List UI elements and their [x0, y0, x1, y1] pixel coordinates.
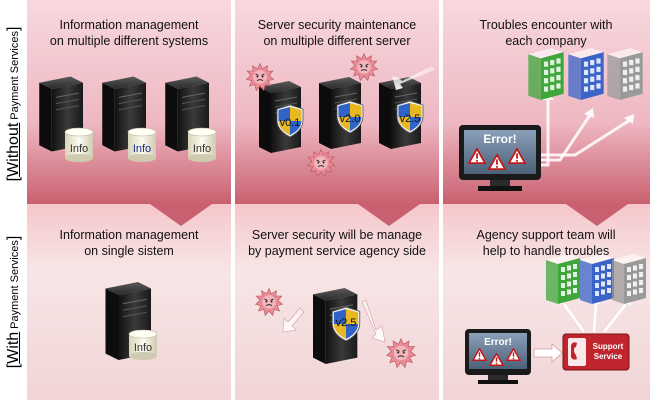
cylinder-label: Info — [134, 342, 152, 354]
with-col1-illustration: Info — [104, 282, 158, 360]
caption-line: Server security maintenance — [257, 18, 417, 32]
monitor-title: Error! — [484, 337, 512, 348]
bracket-open: [ — [5, 363, 22, 369]
notch-col2 — [358, 204, 420, 226]
row-suffix: Payment Services — [9, 31, 21, 120]
caption-line: Information management — [59, 18, 199, 32]
support-label-line1: Support — [593, 342, 624, 351]
caption-with-col1: Information management on single sistem — [24, 227, 234, 259]
error-monitor-icon: Error! — [465, 329, 531, 384]
with-col2-illustration: v2.5 — [254, 287, 416, 368]
database-icon — [187, 127, 217, 162]
arrow-icon — [533, 343, 563, 363]
bracket-close: ] — [5, 26, 22, 32]
bracket-open: [ — [5, 176, 22, 182]
caption-line: Agency support team will — [476, 228, 616, 242]
deflect-arrow-icon — [282, 307, 305, 333]
row-label-with: [With Payment Services] — [5, 236, 23, 369]
shield-version: v2.5 — [336, 317, 357, 329]
caption-line: on multiple different server — [263, 34, 411, 48]
caption-line: Troubles encounter with — [479, 18, 613, 32]
building-icon — [612, 254, 646, 304]
building-icon — [528, 48, 564, 100]
notch-col3 — [566, 204, 628, 226]
transition-notches — [150, 204, 628, 226]
database-icon — [64, 127, 94, 162]
with-col3-illustration: Error! Support Service — [465, 254, 646, 384]
caption-line: each company — [505, 34, 587, 48]
caption-line: help to handle troubles — [482, 244, 610, 258]
caption-without-col1: Information management on multiple diffe… — [24, 17, 234, 49]
separator-2 — [439, 0, 443, 400]
cylinder-label: Info — [193, 143, 211, 155]
phone-icon — [571, 342, 577, 360]
connector-lines — [562, 303, 627, 333]
building-icon — [546, 254, 580, 304]
bracket-close: ] — [5, 235, 22, 241]
row-keyword: Without — [5, 122, 22, 177]
caption-with-col3: Agency support team will help to handle … — [441, 227, 650, 259]
caption-line: Information management — [59, 228, 199, 242]
database-icon — [127, 127, 157, 162]
support-service-badge: Support Service — [562, 333, 630, 371]
support-label-line2: Service — [594, 352, 623, 361]
building-icon — [607, 48, 643, 100]
cylinder-label: Info — [133, 143, 151, 155]
monitor-title: Error! — [483, 132, 516, 146]
building-icon — [568, 48, 604, 100]
shield-version: v2.0 — [340, 113, 361, 125]
arrow-icon — [392, 66, 434, 90]
connector-lines — [540, 100, 631, 167]
database-icon — [128, 329, 158, 360]
caption-with-col2: Server security will be manage by paymen… — [232, 227, 442, 259]
caption-without-col3: Troubles encounter with each company — [441, 17, 650, 49]
building-icon — [580, 254, 614, 304]
deflect-arrow-icon — [361, 299, 386, 343]
caption-line: on single sistem — [84, 244, 174, 258]
caption-line: by payment service agency side — [248, 244, 426, 258]
notch-col1 — [150, 204, 212, 226]
without-col1-illustration: Info Info Info — [38, 76, 217, 162]
shield-version: v0.1 — [280, 117, 301, 129]
caption-without-col2: Server security maintenance on multiple … — [232, 17, 442, 49]
caption-line: Server security will be manage — [251, 228, 423, 242]
without-col3-illustration: Error! — [459, 48, 643, 191]
row-keyword: With — [5, 331, 22, 364]
without-col2-illustration: v0.1 v2.0 v2.5 — [245, 52, 434, 178]
shield-version: v2.5 — [400, 113, 421, 125]
row-label-without: [Without Payment Services] — [5, 27, 23, 182]
separator-1 — [231, 0, 235, 400]
cylinder-label: Info — [70, 143, 88, 155]
caption-line: on multiple different systems — [49, 34, 209, 48]
row-suffix: Payment Services — [9, 240, 21, 329]
error-monitor-icon: Error! — [459, 125, 541, 191]
